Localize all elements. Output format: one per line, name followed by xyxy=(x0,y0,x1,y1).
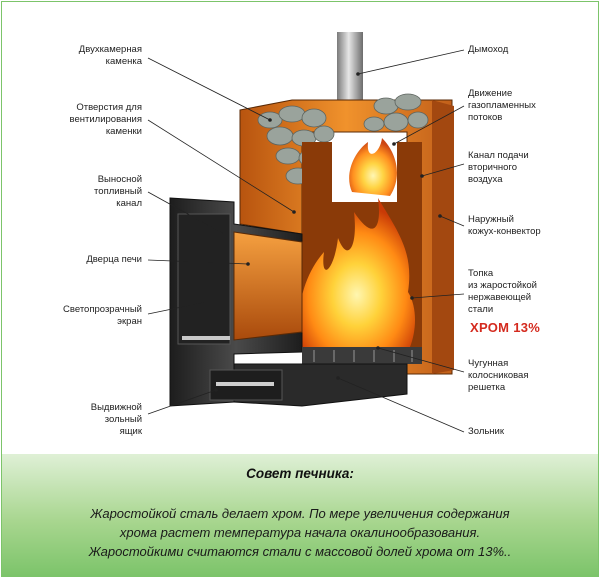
label-stove-door: Дверца печи xyxy=(86,254,142,266)
tip-line: Жаростойкими считаются стали с массовой … xyxy=(88,544,512,559)
label-line: Светопрозрачный xyxy=(63,304,142,315)
label-line: канал xyxy=(116,198,142,209)
outer-casing-right xyxy=(432,100,454,374)
label-line: Дымоход xyxy=(468,44,509,55)
label-line: Зольник xyxy=(468,426,505,437)
label-line: кожух-конвектор xyxy=(468,226,541,237)
label-line: вторичного xyxy=(468,162,517,173)
fire-flames xyxy=(298,198,415,347)
chrome-13-badge: ХРОМ 13% xyxy=(470,320,541,335)
label-line: Дверца печи xyxy=(86,254,142,265)
grate-bars xyxy=(313,350,413,362)
tip-line: Жаростойкой сталь делает хром. По мере у… xyxy=(90,506,510,521)
label-line: Канал подачи xyxy=(468,150,529,161)
tip-title: Совет печника: xyxy=(246,466,354,481)
ash-drawer-handle xyxy=(216,382,274,386)
label-line: Выдвижной xyxy=(90,402,142,413)
label-line: зольный xyxy=(104,414,142,425)
heater-stones xyxy=(257,93,429,185)
label-ash-pit: Зольник xyxy=(468,426,504,438)
label-line: вентилирования xyxy=(69,114,142,125)
label-line: Двухкамерная xyxy=(78,44,142,55)
label-line: каменки xyxy=(105,126,142,137)
grate xyxy=(302,347,422,364)
label-line: экран xyxy=(117,316,142,327)
label-gas-flame-flow: Движение газопламенных потоков xyxy=(468,88,536,124)
label-line: нержавеющей xyxy=(468,292,532,303)
label-remote-fuel-channel: Выносной топливный канал xyxy=(94,174,142,210)
glass-screen xyxy=(233,231,303,341)
label-line: топливный xyxy=(94,186,142,197)
label-line: решетка xyxy=(468,382,506,393)
label-heater-vent-holes: Отверстия для вентилирования каменки xyxy=(70,102,142,138)
tip-text: Жаростойкой сталь делает хром. По мере у… xyxy=(22,504,578,561)
label-cast-iron-grate: Чугунная колосниковая решетка xyxy=(468,358,529,394)
label-line: Отверстия для xyxy=(76,102,142,113)
label-line: колосниковая xyxy=(468,370,529,381)
label-line: Выносной xyxy=(97,174,142,185)
label-line: из жаростойкой xyxy=(468,280,537,291)
door-handle xyxy=(182,336,230,340)
label-double-chamber-heater: Двухкамерная каменка xyxy=(79,44,142,68)
label-outer-convector-casing: Наружный кожух-конвектор xyxy=(468,214,541,238)
label-line: Движение xyxy=(468,88,513,99)
label-line: ящик xyxy=(119,426,142,437)
label-line: воздуха xyxy=(468,174,503,185)
upper-flame xyxy=(349,138,397,196)
label-chimney: Дымоход xyxy=(468,44,508,56)
label-line: газопламенных xyxy=(468,100,536,111)
label-line: потоков xyxy=(468,112,503,123)
label-line: стали xyxy=(468,304,494,315)
leader-dots xyxy=(204,72,442,392)
stove-door-panel xyxy=(177,213,231,345)
label-transparent-screen: Светопрозрачный экран xyxy=(63,304,142,328)
leader-lines xyxy=(147,49,465,433)
label-stainless-firebox: Топка из жаростойкой нержавеющей стали xyxy=(468,268,537,316)
label-line: Чугунная xyxy=(468,358,509,369)
label-line: каменка xyxy=(105,56,142,67)
label-line: Наружный xyxy=(468,214,514,225)
tip-line: хрома растет температура начала окалиноо… xyxy=(119,525,481,540)
label-line: Топка xyxy=(468,268,494,279)
stove-cutaway-diagram xyxy=(147,32,465,433)
label-ash-drawer: Выдвижной зольный ящик xyxy=(91,402,142,438)
stove-maker-tip: Совет печника: Жаростойкой сталь делает … xyxy=(2,454,598,576)
label-secondary-air-channel: Канал подачи вторичного воздуха xyxy=(468,150,529,186)
